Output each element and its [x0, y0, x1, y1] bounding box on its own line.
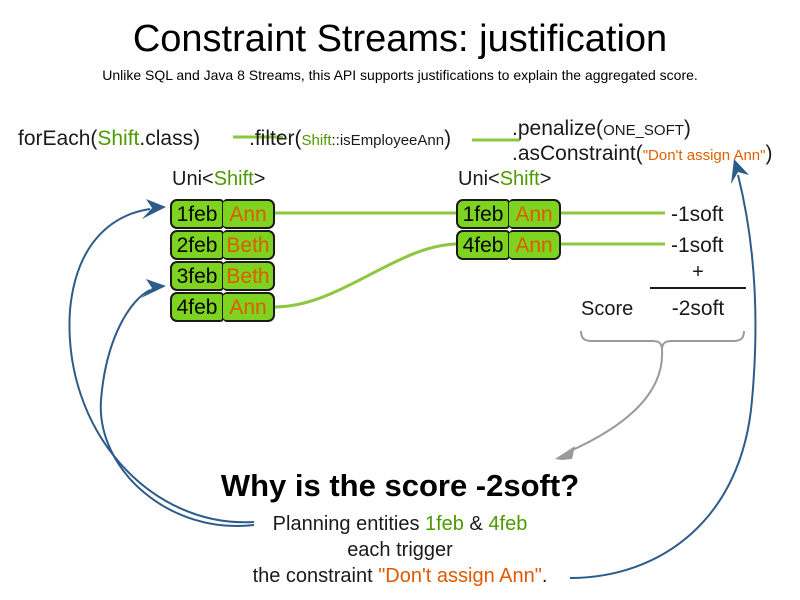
- score-label: Score: [581, 298, 634, 320]
- shift-row[interactable]: 1feb Ann: [170, 199, 275, 229]
- code-as-constraint-call: .asConstraint(: [512, 142, 643, 165]
- shift-date: 4feb: [456, 230, 510, 260]
- code-filter-call: .filter(: [249, 127, 302, 150]
- code-penalize-tail: ): [683, 117, 691, 140]
- shift-row[interactable]: 4feb Ann: [456, 230, 561, 260]
- stream-label-right-type: Shift: [499, 168, 540, 190]
- score-total: -2soft: [671, 297, 725, 320]
- shift-stack-right: 1feb Ann 4feb Ann: [456, 199, 561, 260]
- shift-employee: Ann: [223, 199, 275, 229]
- explanation-line-2: each trigger: [347, 539, 453, 561]
- explanation-constraint-name: "Don't assign Ann": [378, 565, 542, 587]
- page-subtitle: Unlike SQL and Java 8 Streams, this API …: [102, 67, 698, 83]
- code-foreach-tail: .class): [139, 127, 201, 150]
- shift-date: 4feb: [170, 292, 224, 322]
- explanation-entity-4feb: 4feb: [488, 513, 528, 535]
- code-as-constraint: .asConstraint("Don't assign Ann"): [512, 141, 772, 168]
- score-brace: [580, 330, 745, 351]
- shift-employee: Ann: [509, 230, 561, 260]
- code-filter-type: Shift: [301, 132, 332, 149]
- code-filter: .filter(Shift::isEmployeeAnn): [249, 126, 451, 153]
- shift-employee: Ann: [509, 199, 561, 229]
- justification-arrowhead-4feb: [141, 279, 166, 298]
- match-score-1: -1soft: [671, 203, 724, 226]
- stream-label-left-prefix: Uni<: [172, 168, 214, 190]
- explanation-line-3-suffix: .: [541, 565, 548, 587]
- code-penalize: .penalize(ONE_SOFT): [512, 116, 691, 143]
- stream-label-left-type: Shift: [213, 168, 254, 190]
- shift-date: 3feb: [170, 261, 224, 291]
- shift-row[interactable]: 4feb Ann: [170, 292, 275, 322]
- score-operator: +: [692, 261, 704, 283]
- justification-arrowhead-1feb: [142, 199, 166, 219]
- code-foreach: forEach(Shift.class): [18, 126, 200, 151]
- shift-date: 2feb: [170, 230, 224, 260]
- explanation-line-1: Planning entities 1feb & 4feb: [180, 511, 620, 537]
- shift-employee: Ann: [223, 292, 275, 322]
- shift-date: 1feb: [456, 199, 510, 229]
- shift-row[interactable]: 3feb Beth: [170, 261, 275, 291]
- code-as-constraint-arg: "Don't assign Ann": [642, 147, 766, 164]
- stream-label-right: Uni<Shift>: [458, 167, 551, 191]
- code-foreach-type: Shift: [97, 127, 140, 150]
- score-sum-rule: [650, 287, 746, 289]
- stream-line-4feb: [273, 242, 457, 309]
- shift-row[interactable]: 2feb Beth: [170, 230, 275, 260]
- explanation-line-3-prefix: the constraint: [252, 565, 379, 587]
- shift-stack-left: 1feb Ann 2feb Beth 3feb Beth 4feb Ann: [170, 199, 275, 322]
- stream-label-left-suffix: >: [253, 168, 266, 190]
- code-filter-method: ::isEmployeeAnn: [331, 132, 445, 149]
- code-as-constraint-tail: ): [765, 142, 773, 165]
- shift-row[interactable]: 1feb Ann: [456, 199, 561, 229]
- brace-to-explanation-arrow: [567, 349, 664, 453]
- explanation-line-1-joiner: &: [463, 513, 489, 535]
- brace-arrowhead: [555, 446, 575, 460]
- match-score-2: -1soft: [671, 234, 724, 257]
- page-title: Constraint Streams: justification: [132, 18, 668, 60]
- shift-employee: Beth: [223, 230, 275, 260]
- shift-date: 1feb: [170, 199, 224, 229]
- explanation-entity-1feb: 1feb: [425, 513, 464, 535]
- stream-label-right-suffix: >: [539, 168, 552, 190]
- code-penalize-arg: ONE_SOFT: [603, 122, 684, 139]
- explanation-line-1-prefix: Planning entities: [272, 513, 425, 535]
- stream-label-right-prefix: Uni<: [458, 168, 500, 190]
- explanation-line-3: the constraint "Don't assign Ann".: [180, 563, 620, 589]
- code-penalize-call: .penalize(: [512, 117, 604, 140]
- shift-employee: Beth: [223, 261, 275, 291]
- stream-label-left: Uni<Shift>: [172, 167, 265, 191]
- code-filter-tail: ): [444, 127, 452, 150]
- explanation-heading: Why is the score -2soft?: [220, 468, 580, 503]
- code-foreach-call: forEach(: [18, 127, 98, 150]
